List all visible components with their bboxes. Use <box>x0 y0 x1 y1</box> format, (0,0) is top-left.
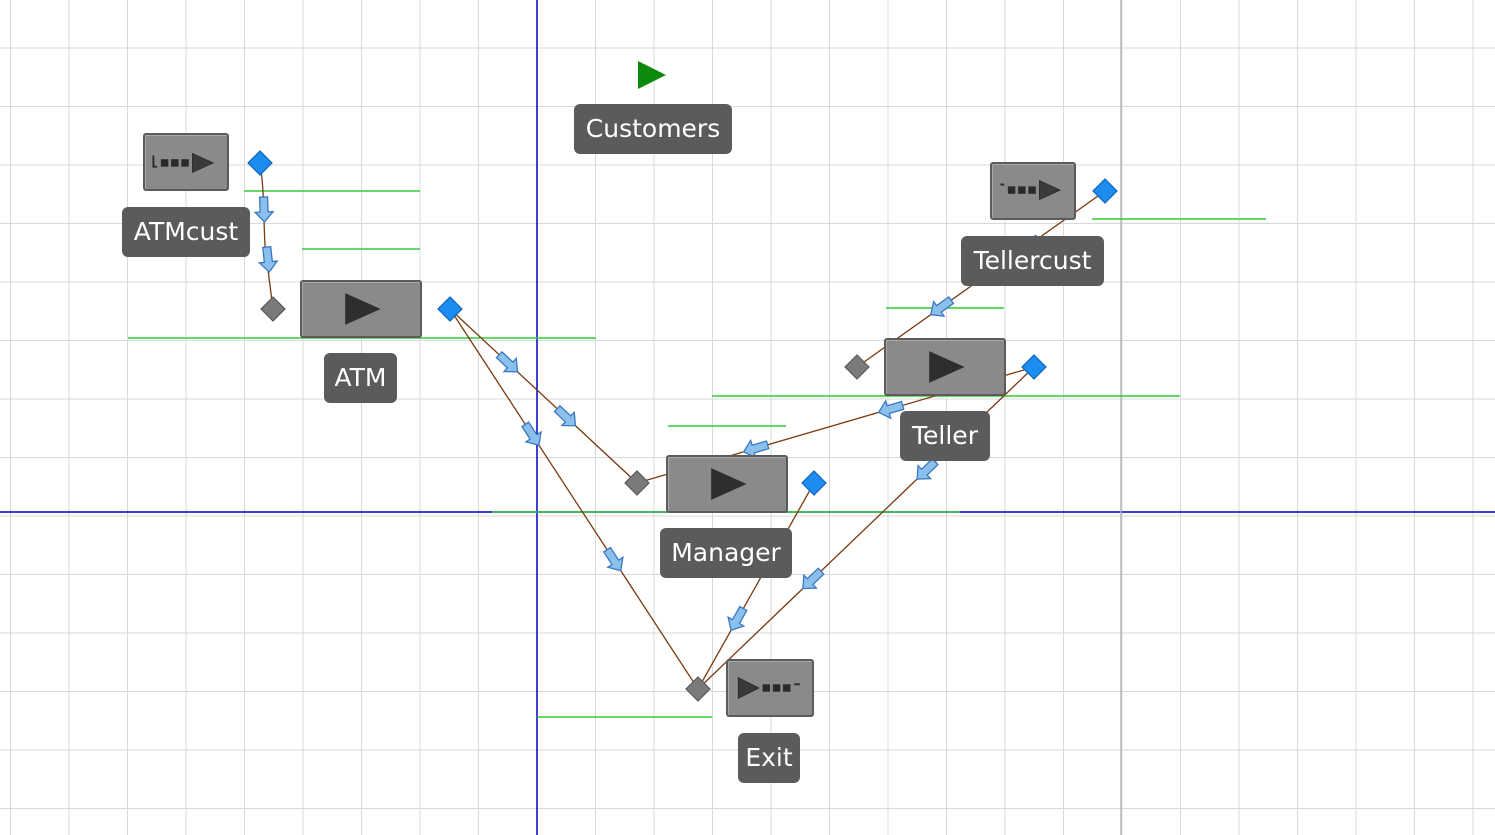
play-icon <box>929 351 965 383</box>
atm-label[interactable]: ATM <box>324 353 397 403</box>
tellercust-block[interactable] <box>990 162 1076 220</box>
flow-arrow-icon <box>877 399 905 420</box>
flow-arrow-icon <box>742 438 770 459</box>
exit-label[interactable]: Exit <box>738 733 800 783</box>
flow-arrow-icon <box>257 245 279 273</box>
flow-arrow-icon <box>602 546 624 572</box>
flow-arrow-icon <box>521 421 542 447</box>
teller-label[interactable]: Teller <box>900 411 990 461</box>
play-icon <box>711 468 747 500</box>
flow-arrow-icon <box>495 350 519 373</box>
manager-label[interactable]: Manager <box>660 528 792 578</box>
flow-arrow-icon <box>929 296 955 318</box>
connector-manager-exit <box>697 482 815 690</box>
enter-queue-icon <box>152 152 215 173</box>
flow-arrow-icon <box>553 404 577 427</box>
enter-queue-icon <box>1000 180 1062 201</box>
exit-queue-icon <box>737 677 800 699</box>
start-flag-icon[interactable] <box>638 61 666 89</box>
tellercust-label[interactable]: Tellercust <box>961 236 1104 286</box>
atmcust-block[interactable] <box>143 133 229 191</box>
flow-arrow-icon <box>253 196 275 223</box>
teller-block[interactable] <box>884 338 1006 396</box>
customers-label[interactable]: Customers <box>574 104 732 154</box>
connector-atm-manager <box>449 308 638 484</box>
atm-block[interactable] <box>300 280 422 338</box>
atmcust-label[interactable]: ATMcust <box>122 207 250 257</box>
connector-atm-exit <box>449 308 699 690</box>
exit-block[interactable] <box>726 659 814 717</box>
flow-arrow-icon <box>727 605 748 632</box>
flow-arrow-icon <box>802 567 825 590</box>
play-icon <box>345 293 381 325</box>
connector-atmcust-atm <box>259 162 274 310</box>
manager-block[interactable] <box>666 455 788 513</box>
